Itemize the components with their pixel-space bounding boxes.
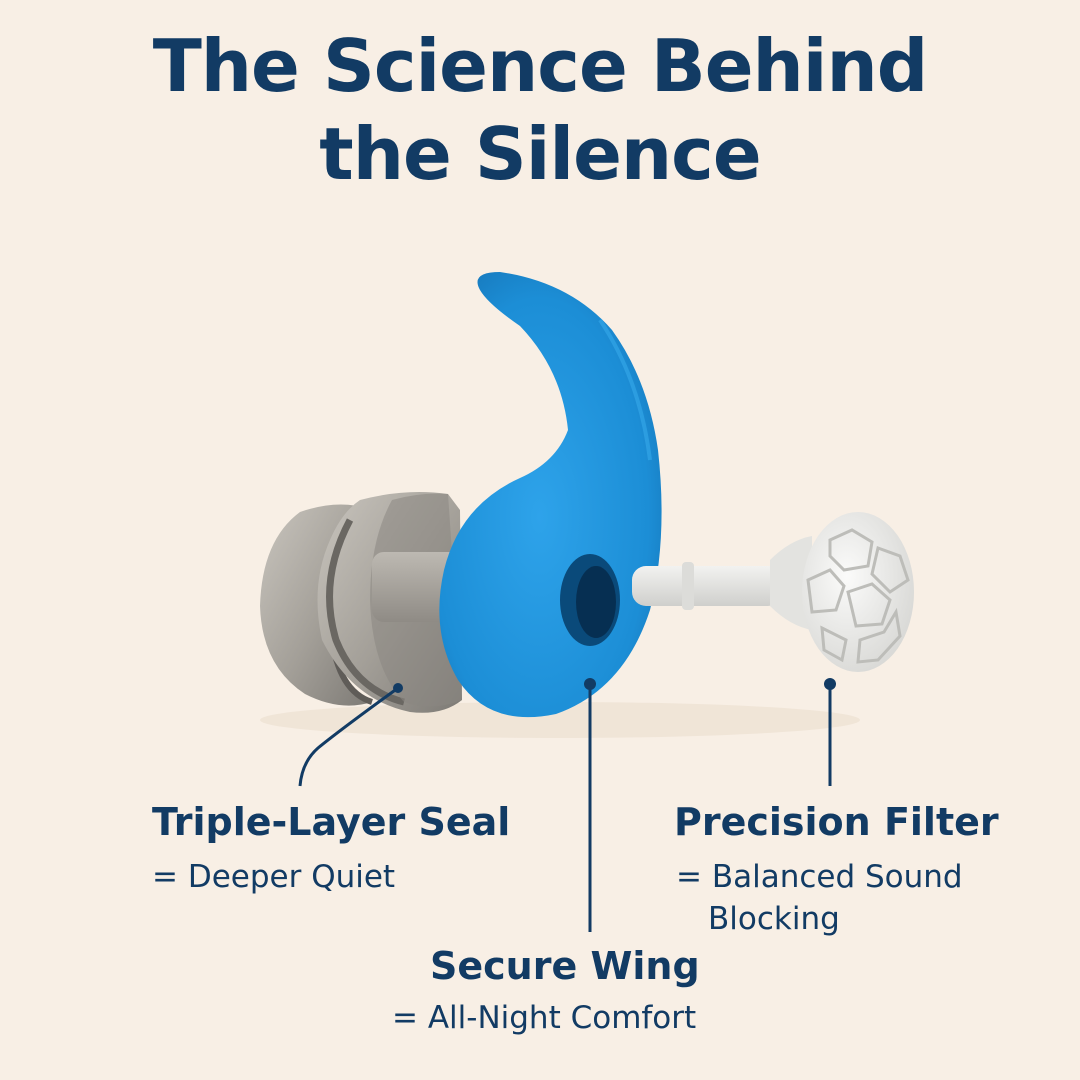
page-title: The Science Behind the Silence [0,22,1080,198]
wing-callout-title: Secure Wing [430,944,700,988]
precision-filter-icon [632,512,914,672]
seal-leader-dot [393,683,403,693]
secure-wing-icon [439,272,662,718]
page-title-line-1: The Science Behind [152,24,929,108]
filter-leader-dot [824,678,836,690]
filter-callout-title: Precision Filter [674,800,999,844]
filter-callout-description: = Balanced Sound Blocking [676,856,963,940]
seal-callout-description: = Deeper Quiet [152,859,396,895]
filter-pattern [806,528,910,664]
ear-tip-icon [260,492,465,713]
seal-leader-line [298,686,399,787]
leader-lines [298,678,836,932]
wing-callout-description: = All-Night Comfort [392,1000,697,1036]
page-title-line-2: the Silence [319,112,761,196]
filter-callout-description-line-2: Blocking [708,901,840,937]
wing-leader-dot [584,678,596,690]
seal-callout-title: Triple-Layer Seal [152,800,511,844]
filter-callout-description-line-1: = Balanced Sound [676,859,963,895]
